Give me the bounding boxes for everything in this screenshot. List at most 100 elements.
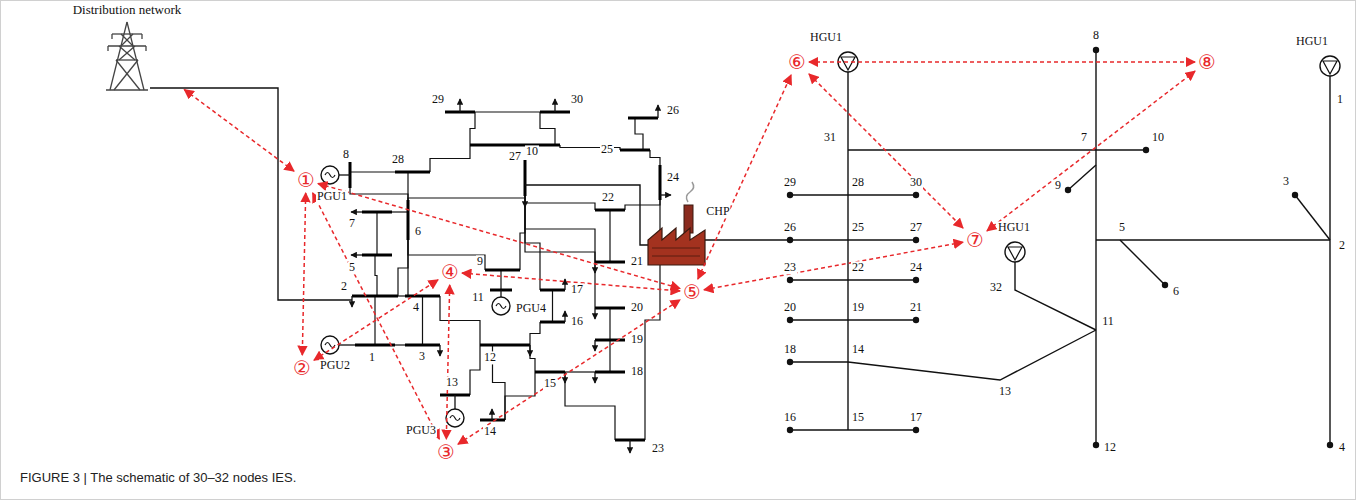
generator-lead (454, 395, 455, 409)
power-line (609, 308, 610, 340)
load-arrow (594, 340, 595, 351)
circled-number-text: ④ (441, 262, 459, 282)
load-arrow (529, 345, 530, 356)
circled-number-text: ⑧ (1198, 52, 1216, 72)
heat-node-dot (1093, 47, 1099, 53)
heat-node-number: 2 (1338, 239, 1346, 252)
circled-number-text: ⑤ (683, 282, 701, 302)
circled-number: ⑤ (683, 282, 701, 302)
bus-bar (470, 144, 560, 147)
coupling-arrow (987, 71, 1195, 231)
heat-node-dot (1162, 282, 1168, 288)
tower-strut (116, 60, 140, 90)
heat-pipe (1068, 165, 1096, 190)
bus-bar (595, 261, 625, 264)
circled-number: ② (293, 358, 311, 378)
load-arrow (351, 254, 362, 255)
heat-node-number: 10 (1151, 131, 1165, 144)
heat-node-number: 27 (909, 221, 923, 234)
circled-number: ④ (441, 262, 459, 282)
heat-node-dot (913, 277, 919, 283)
power-line (635, 118, 643, 150)
heat-source-triangle (1323, 61, 1337, 74)
power-line (625, 200, 660, 210)
power-line (470, 345, 480, 395)
load-arrow (594, 308, 595, 319)
load-arrow (554, 99, 555, 112)
bus-number: 14 (483, 425, 497, 438)
power-line (408, 196, 525, 200)
heat-node-number: 25 (851, 221, 865, 234)
bus-number: 27 (508, 150, 522, 163)
heat-node-dot (787, 192, 793, 198)
heat-node-number: 8 (1092, 29, 1100, 42)
bus-number: 7 (348, 217, 356, 230)
coupling-arrow (302, 193, 305, 355)
bus-number: 28 (391, 153, 405, 166)
tower-strut (121, 34, 133, 46)
heat-pipe (790, 330, 1096, 380)
tower-strut (145, 46, 146, 51)
power-line (530, 322, 540, 345)
bus-number: 11 (471, 291, 485, 304)
power-line (525, 196, 595, 308)
heat-node-number: 20 (783, 301, 797, 314)
power-line (525, 196, 595, 262)
bus-number: 21 (630, 255, 644, 268)
generator-symbol (492, 297, 510, 315)
power-line (505, 372, 535, 420)
heat-pipe (1015, 262, 1096, 330)
power-line (398, 295, 405, 296)
tower-strut (111, 34, 112, 39)
tower-strut (121, 34, 133, 46)
power-line (375, 255, 377, 296)
bus-number: 17 (570, 283, 584, 296)
tower-strut (107, 46, 108, 51)
heat-network (787, 47, 1340, 448)
circled-number-text: ① (297, 170, 315, 190)
bus-number: 4 (412, 301, 420, 314)
power-line (470, 112, 475, 145)
load-arrow (657, 105, 658, 118)
heat-node-number: 32 (989, 281, 1003, 294)
bus-bar (362, 211, 392, 214)
heat-node-number: 31 (823, 131, 837, 144)
circled-number: ① (297, 170, 315, 190)
power-line (475, 111, 540, 112)
heat-source-triangle (1008, 247, 1022, 260)
heat-node-dot (1065, 187, 1071, 193)
load-arrow (439, 345, 440, 356)
bus-number: 30 (570, 93, 584, 106)
circled-number: ⑦ (966, 230, 984, 250)
power-line (376, 212, 377, 255)
generator-wave (496, 304, 506, 309)
bus-bar (540, 289, 565, 292)
heat-node-number: 18 (783, 343, 797, 356)
power-line (430, 145, 470, 172)
power-line (525, 196, 540, 290)
power-network (321, 99, 671, 453)
circled-number-text: ② (293, 358, 311, 378)
tower-strut (119, 46, 135, 60)
coupling-arrow (698, 75, 791, 279)
heat-node-dot (787, 277, 793, 283)
generator-wave (325, 173, 335, 178)
bus-number: 3 (418, 350, 426, 363)
generator-symbol (321, 336, 339, 354)
bus-bar (595, 339, 625, 342)
heat-node-number: 13 (998, 385, 1012, 398)
heat-node-dot (913, 192, 919, 198)
heat-node-number: 21 (909, 301, 923, 314)
power-line (392, 211, 408, 212)
bus-bar (540, 321, 565, 324)
load-arrow (564, 311, 565, 322)
bus-bar (405, 344, 440, 347)
bus-number: 5 (348, 261, 356, 274)
tower-strut (114, 60, 138, 90)
bus-bar (595, 371, 625, 374)
heat-node-dot (787, 359, 793, 365)
generator-symbol (446, 409, 464, 427)
bus-number: 24 (666, 171, 680, 184)
bus-bar (595, 307, 625, 310)
